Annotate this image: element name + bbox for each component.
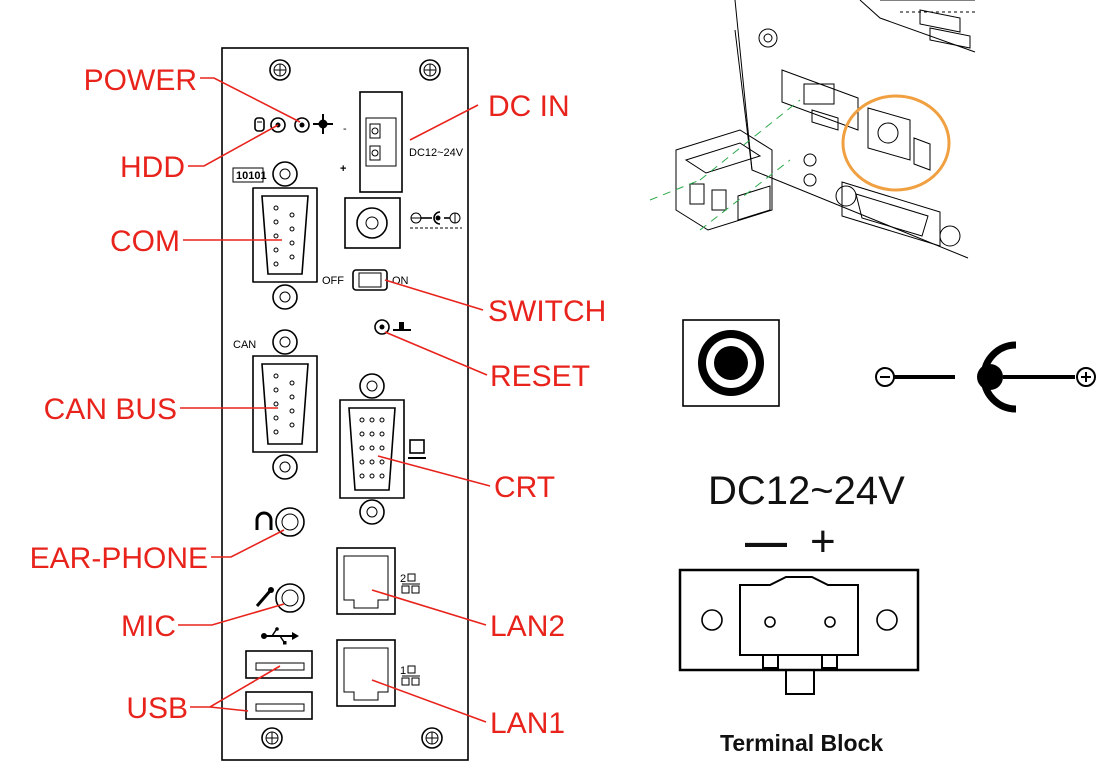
callout-power: POWER bbox=[84, 64, 197, 97]
highlight-ring bbox=[841, 94, 951, 192]
callout-lan1: LAN1 bbox=[490, 707, 565, 740]
terminal-plus-sign: + bbox=[810, 517, 836, 566]
screw-icon bbox=[261, 727, 283, 749]
lan2-port: 2 bbox=[336, 547, 406, 615]
hdd-icon bbox=[254, 117, 265, 132]
com-port-marking: 10101 bbox=[236, 170, 267, 182]
com-port: 10101 bbox=[232, 161, 318, 310]
dc-rating-label: DC12~24V bbox=[708, 469, 905, 513]
lan1-index: 1 bbox=[400, 665, 406, 677]
earphone-jack bbox=[275, 507, 305, 537]
can-port-marking: CAN bbox=[233, 339, 256, 351]
dc-in-connector: - + DC12~24V bbox=[340, 91, 464, 193]
switch-off-label: OFF bbox=[322, 275, 344, 287]
lan2-index: 2 bbox=[400, 573, 406, 585]
callout-lan2: LAN2 bbox=[490, 610, 565, 643]
callout-com: COM bbox=[110, 225, 180, 258]
reset-button bbox=[374, 319, 390, 335]
reset-icon bbox=[393, 322, 411, 331]
monitor-icon bbox=[408, 439, 426, 459]
dc-rating-small: DC12~24V bbox=[409, 147, 464, 159]
dc-polarity-icon bbox=[875, 341, 1096, 413]
callout-dc-in: DC IN bbox=[488, 90, 570, 123]
front-panel: - + DC12~24V 10101 bbox=[221, 47, 469, 761]
callout-hdd: HDD bbox=[120, 151, 185, 184]
network-icon bbox=[401, 573, 420, 594]
panel-outline bbox=[221, 47, 469, 761]
callout-mic: MIC bbox=[121, 610, 176, 643]
callout-switch: SWITCH bbox=[488, 295, 606, 328]
dc-plus-mark: + bbox=[340, 163, 346, 175]
dc-polarity-icon bbox=[410, 211, 462, 229]
power-switch: OFF ON bbox=[322, 269, 409, 291]
leader-lines bbox=[178, 77, 491, 723]
hdd-led bbox=[270, 117, 286, 133]
callout-can-bus: CAN BUS bbox=[44, 393, 177, 426]
callout-usb: USB bbox=[126, 692, 188, 725]
screw-icon bbox=[269, 59, 291, 81]
power-icon bbox=[313, 114, 333, 134]
usb-port-bottom bbox=[245, 691, 313, 720]
lan1-port: 1 bbox=[336, 639, 406, 707]
screw-icon bbox=[419, 59, 441, 81]
callout-reset: RESET bbox=[490, 360, 590, 393]
can-bus-port: CAN bbox=[233, 329, 318, 480]
usb-port-top bbox=[245, 650, 313, 679]
terminal-block-label: Terminal Block bbox=[720, 730, 883, 756]
mic-jack bbox=[275, 583, 305, 613]
dc-minus-mark: - bbox=[343, 123, 347, 135]
headphone-icon bbox=[255, 511, 273, 530]
terminal-minus-sign: — bbox=[745, 518, 787, 565]
callout-ear-phone: EAR-PHONE bbox=[30, 542, 208, 575]
isometric-detail bbox=[649, 0, 976, 259]
crt-port bbox=[339, 373, 405, 525]
power-led bbox=[294, 117, 310, 133]
barrel-jack-detail bbox=[682, 319, 780, 407]
dc-barrel-jack bbox=[344, 197, 401, 249]
callout-labels: POWER DC IN HDD COM SWITCH RESET CAN BUS… bbox=[30, 64, 607, 740]
terminal-block-drawing bbox=[678, 568, 920, 695]
usb-icon bbox=[261, 627, 299, 645]
screw-icon bbox=[421, 727, 443, 749]
microphone-icon bbox=[255, 587, 274, 607]
network-icon bbox=[401, 665, 420, 686]
callout-crt: CRT bbox=[494, 471, 555, 504]
